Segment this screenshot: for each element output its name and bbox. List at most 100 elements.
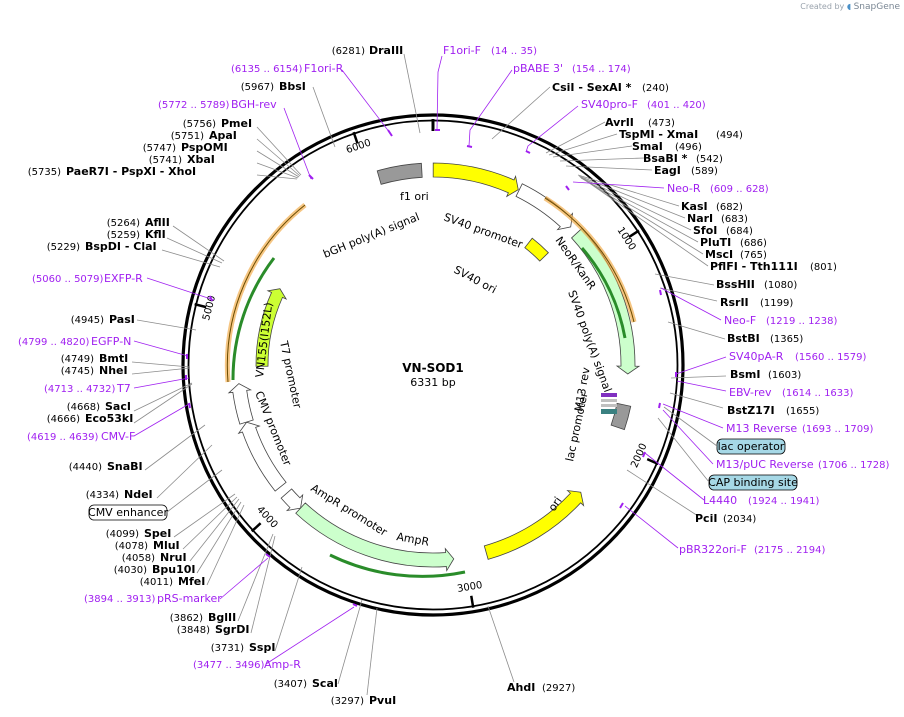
feature-arc-sv40-promoter <box>515 183 574 231</box>
primer-range: (6135 .. 6154) <box>231 64 303 75</box>
site-name: BstZ17I <box>727 404 775 417</box>
feature-arc-ampr <box>295 502 455 572</box>
primer-range: (2175 .. 2194) <box>754 545 826 556</box>
site-name: SgrDI <box>215 623 249 636</box>
site-position: (4666) <box>47 414 80 425</box>
feature-arc-bgh-poly-a-signal <box>376 162 423 185</box>
leader-line <box>366 607 378 696</box>
site-position: (4440) <box>69 462 102 473</box>
site-position: (1199) <box>760 298 793 309</box>
site-name: EagI <box>654 164 681 177</box>
orf-band-vn-line <box>226 204 306 383</box>
leader-line <box>133 382 193 412</box>
primer-range: (4799 .. 4820) <box>18 337 90 348</box>
leader-line <box>144 424 206 471</box>
feature-arc-ori <box>483 489 585 560</box>
primer-range: (5060 .. 5079) <box>32 274 104 285</box>
tick-mark <box>646 458 659 466</box>
leader-line <box>256 174 298 180</box>
site-name: PluTI <box>700 236 731 249</box>
site-position: (4668) <box>67 402 100 413</box>
leader-line <box>133 377 190 389</box>
site-position: (3731) <box>211 643 244 654</box>
orf-green-neor <box>580 247 627 339</box>
tick-mark <box>250 522 262 533</box>
leader-line <box>156 444 213 499</box>
primer-name: EGFP-N <box>91 335 131 348</box>
feature-arc-sv40-poly-a-signal <box>610 402 632 431</box>
primer-mark <box>659 289 662 296</box>
credit-brand: SnapGene <box>853 2 900 12</box>
site-name: Bpu10I <box>152 563 196 576</box>
leader-line <box>219 557 269 600</box>
primer-range: (1614 .. 1633) <box>782 388 854 399</box>
plasmid-name: VN-SOD1 <box>402 361 463 375</box>
site-name: MluI <box>153 539 180 552</box>
cap-binding-label: CAP binding site <box>708 476 798 489</box>
primer-name: F1ori-R <box>304 62 344 75</box>
leader-line <box>626 469 699 517</box>
site-position: (4334) <box>86 490 119 501</box>
site-position: (5229) <box>47 242 80 253</box>
site-position: (686) <box>740 238 767 249</box>
leader-line <box>577 174 680 207</box>
site-position: (494) <box>716 130 743 141</box>
feature-label: SV40 ori <box>452 263 499 296</box>
primer-labels: F1ori-F (14 .. 35) pBABE 3' (154 .. 174)… <box>18 44 890 671</box>
leader-line <box>676 380 727 392</box>
cmv-enhancer-label: CMV enhancer <box>88 506 168 519</box>
leader-line <box>131 367 191 375</box>
leader-line <box>572 181 665 189</box>
site-position: (5756) <box>183 119 216 130</box>
site-position: (473) <box>648 118 675 129</box>
leader-line <box>582 178 704 255</box>
site-name: ScaI <box>312 677 338 690</box>
leader-line <box>196 501 242 574</box>
feature-label: VN155(I152L) <box>253 302 275 379</box>
site-position: (4945) <box>71 315 104 326</box>
feature-label: AmpR <box>395 530 430 549</box>
site-name: NheI <box>99 364 128 377</box>
site-name: MfeI <box>178 575 205 588</box>
site-position: (5967) <box>241 82 274 93</box>
feature-arc-cmv-enhancer <box>237 421 287 492</box>
site-position: (1365) <box>770 334 803 345</box>
leader-line <box>166 237 223 264</box>
leader-line <box>654 273 715 286</box>
leader-line <box>133 403 190 437</box>
lac-operator-box <box>716 438 786 455</box>
leader-line <box>468 69 513 147</box>
site-position: (801) <box>810 262 837 273</box>
primer-mark <box>265 553 271 558</box>
leader-line <box>670 375 727 379</box>
site-name: AhdI <box>507 681 535 694</box>
site-name: NruI <box>160 551 187 564</box>
site-position: (5259) <box>107 230 140 241</box>
site-name: BmtI <box>99 352 128 365</box>
site-name: BglII <box>208 611 236 624</box>
tick-mark <box>194 302 207 309</box>
orf-bands <box>224 195 637 578</box>
primer-name: pBR322ori-F <box>679 543 747 556</box>
leader-line <box>667 321 726 340</box>
leader-line <box>133 340 189 357</box>
site-position: (1080) <box>764 280 797 291</box>
feature-label: T7 promoter <box>277 339 304 410</box>
leader-line <box>403 53 421 134</box>
leader-line <box>131 361 191 368</box>
primer-range: (4619 .. 4639) <box>27 432 99 443</box>
primer-range: (609 .. 628) <box>710 184 769 195</box>
leader-line <box>578 175 686 219</box>
backbone-outer <box>181 113 685 617</box>
leader-line <box>644 452 705 501</box>
primer-name: pRS-marker <box>157 592 222 605</box>
primer-range: (5772 .. 5789) <box>158 100 230 111</box>
leader-line <box>552 145 633 158</box>
site-name: AvrII <box>605 116 634 129</box>
leader-line <box>675 356 727 375</box>
primer-leaders <box>133 55 727 665</box>
site-name: ApaI <box>209 129 237 142</box>
primer-range: (1560 .. 1579) <box>795 352 867 363</box>
primer-mark <box>387 129 393 137</box>
site-name: PciI <box>695 512 717 525</box>
